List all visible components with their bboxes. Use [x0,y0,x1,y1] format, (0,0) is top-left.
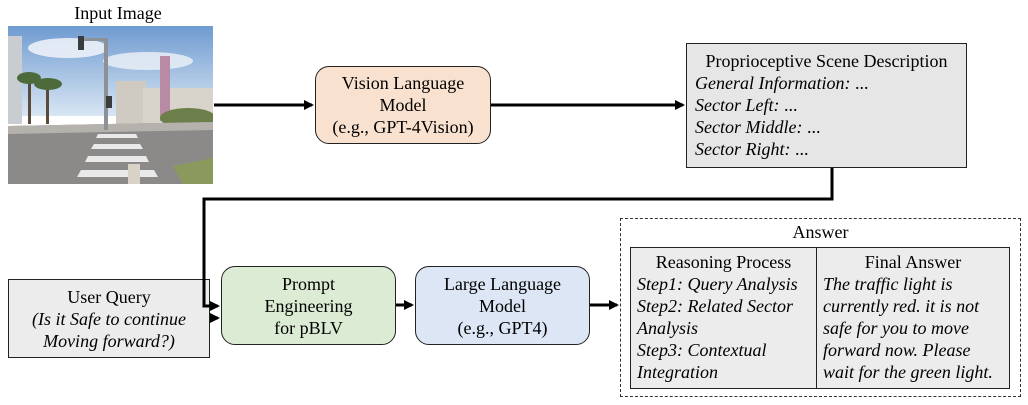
reasoning-title: Reasoning Process [655,252,792,272]
scene-general-value: ... [854,73,869,93]
llm-line-2: Model [479,295,526,316]
street-scene-image [8,26,216,184]
user-query-line-1: (Is it Safe to continue [32,308,186,329]
input-street-photo [8,26,216,184]
answer-title: Answer [792,222,849,242]
arrow-scene-to-prompt [202,168,834,311]
final-answer-line-4: forward now. Please [823,340,971,360]
reasoning-line-5: Integration [637,362,718,382]
final-answer-line-3: safe for you to move [823,318,969,338]
scene-middle-label: Sector Middle: [695,117,803,137]
answer-panel: Reasoning Process Step1: Query Analysis … [630,247,1010,389]
llm-line-1: Large Language [443,273,562,294]
user-query-box: User Query (Is it Safe to continue Movin… [8,279,210,358]
reasoning-line-4: Step3: Contextual [637,340,767,360]
llm-line-3: (e.g., GPT4) [457,317,548,338]
scene-middle-value: ... [806,117,821,137]
scene-title: Proprioceptive Scene Description [705,51,948,71]
final-answer-line-1: The traffic light is [823,274,953,294]
large-language-model-box: Large Language Model (e.g., GPT4) [415,266,590,345]
answer-container: Answer Reasoning Process Step1: Query An… [620,218,1021,397]
vlm-line-3: (e.g., GPT-4Vision) [332,117,474,137]
reasoning-line-3: Analysis [637,318,698,338]
prompt-engineering-box: Prompt Engineering for pBLV [221,266,396,345]
scene-general-label: General Information: [695,73,851,93]
scene-left-value: ... [783,95,798,115]
input-image-title: Input Image [74,3,162,23]
scene-right-value: ... [794,139,809,159]
vlm-line-1: Vision Language [341,73,465,93]
user-query-line-2: Moving forward?) [43,330,175,351]
reasoning-line-1: Step1: Query Analysis [637,274,798,294]
scene-left-label: Sector Left: [695,95,780,115]
prompt-line-2: Engineering [264,295,353,316]
scene-description-box: Proprioceptive Scene Description General… [686,43,967,168]
final-answer-line-5: wait for the green light. [823,362,993,382]
reasoning-process-column: Reasoning Process Step1: Query Analysis … [631,248,817,388]
final-answer-line-2: currently red. it is not [823,296,980,316]
final-answer-column: Final Answer The traffic light is curren… [817,248,1009,388]
reasoning-line-2: Step2: Related Sector [637,296,793,316]
vision-language-model-box: Vision Language Model (e.g., GPT-4Vision… [315,66,491,144]
final-answer-title: Final Answer [864,252,962,272]
prompt-line-1: Prompt [281,273,335,294]
prompt-line-3: for pBLV [274,317,343,338]
scene-right-label: Sector Right: [695,139,791,159]
vlm-line-2: Model [379,95,427,115]
user-query-title: User Query [67,286,151,307]
